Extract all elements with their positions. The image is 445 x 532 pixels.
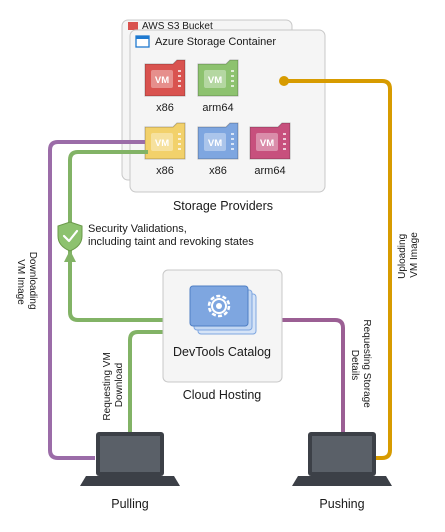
vm-image-tile: VM arm64 [249, 122, 291, 177]
requesting-storage-label: Requesting Storage Details [349, 319, 372, 410]
azure-container-label: Azure Storage Container [155, 36, 276, 48]
pulling-laptop-icon [80, 432, 180, 486]
vm-badge-text: VM [208, 75, 222, 86]
vm-image-tile: VM arm64 [197, 59, 239, 114]
vm-disk-icon [144, 122, 186, 160]
aws-s3-label: AWS S3 Bucket [142, 21, 213, 32]
devtools-catalog-label: DevTools Catalog [173, 345, 271, 359]
downloading-flow-line [48, 140, 145, 460]
vm-arch-label: x86 [156, 165, 174, 177]
requesting-storage-line [270, 318, 345, 432]
cloud-hosting-label: Cloud Hosting [183, 388, 262, 402]
vm-arch-label: arm64 [254, 165, 285, 177]
vm-arch-label: arm64 [202, 102, 233, 114]
vm-disk-icon [144, 59, 186, 97]
requesting-download-line [128, 330, 182, 432]
pushing-laptop-icon [292, 432, 392, 486]
pulling-label: Pulling [111, 497, 149, 511]
storage-providers-title: Storage Providers [173, 199, 273, 213]
uploading-label: Uploading VM Image [397, 231, 420, 279]
vm-image-tile: VM x86 [144, 59, 186, 114]
gear-icon [207, 294, 231, 318]
uploading-flow-line [288, 79, 392, 460]
vm-badge-text: VM [208, 138, 222, 149]
vm-badge-text: VM [155, 138, 169, 149]
security-shield-icon [57, 221, 83, 252]
vm-arch-label: x86 [209, 165, 227, 177]
aws-bucket-icon [128, 22, 138, 30]
security-label-line2: including taint and revoking states [88, 236, 254, 248]
vm-disk-icon [249, 122, 291, 160]
vm-image-tile: VM x86 [197, 122, 239, 177]
vm-badge-text: VM [260, 138, 274, 149]
vm-image-tile: VM x86 [144, 122, 186, 177]
requesting-download-label: Requesting VM Download [102, 349, 125, 420]
vm-disk-icon [197, 59, 239, 97]
security-arrowhead [64, 250, 76, 262]
devtools-catalog-icon [189, 285, 257, 335]
vm-disk-icon [197, 122, 239, 160]
uploading-endpoint [279, 76, 289, 86]
azure-container-icon [135, 35, 150, 48]
vm-arch-label: x86 [156, 102, 174, 114]
security-label-line1: Security Validations, [88, 223, 187, 235]
vm-badge-text: VM [155, 75, 169, 86]
downloading-label: Downloading VM Image [15, 252, 38, 313]
pushing-label: Pushing [319, 497, 364, 511]
